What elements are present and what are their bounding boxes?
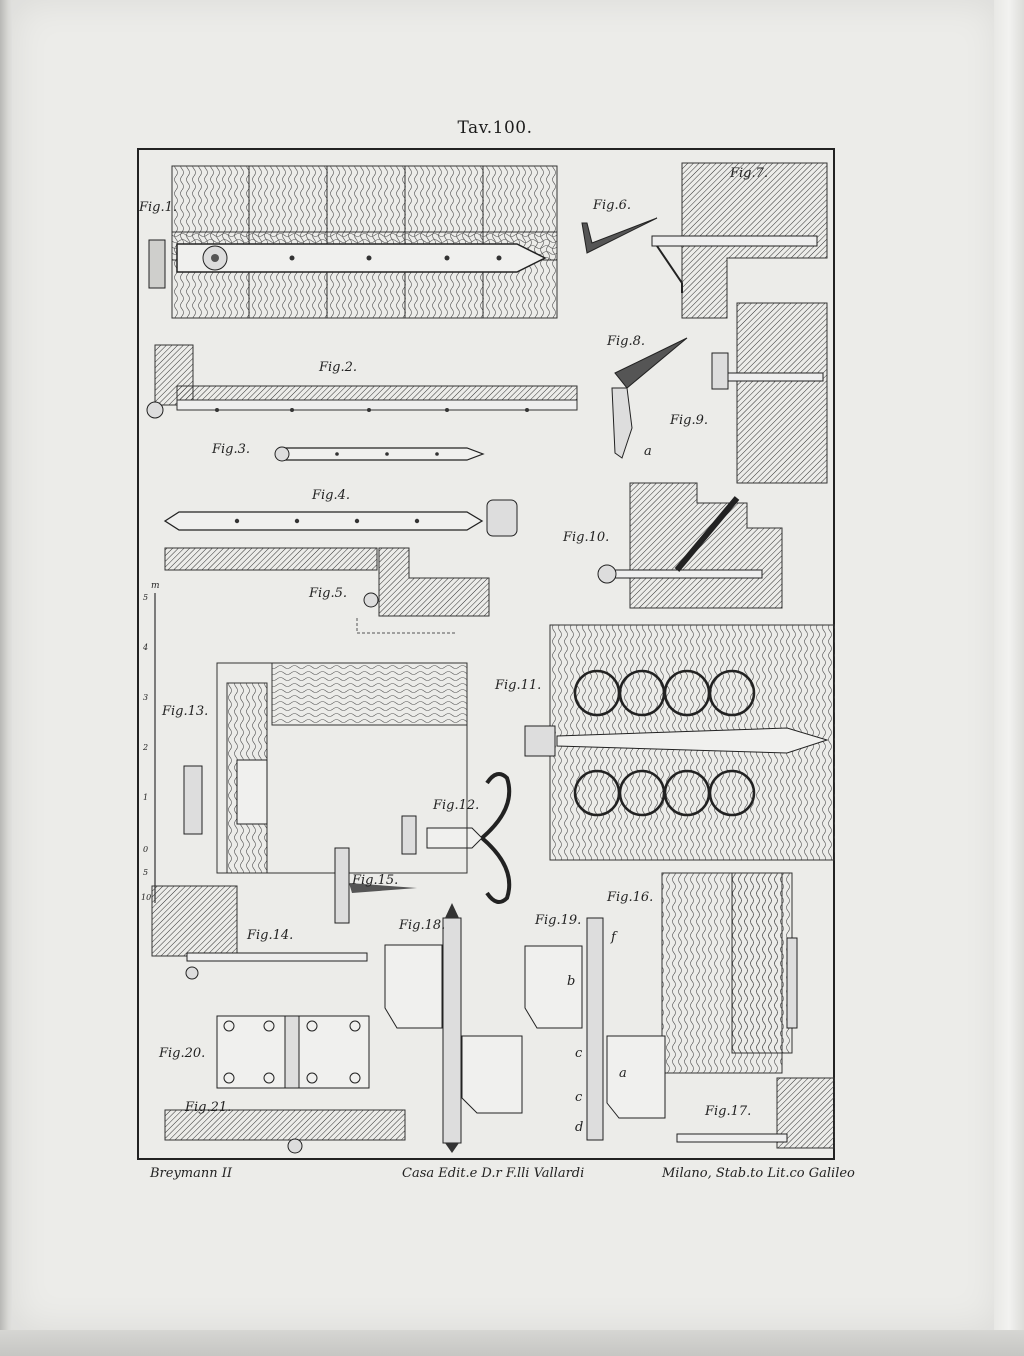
scale-tick-0: 0 bbox=[143, 845, 149, 854]
fig15-drawing bbox=[334, 847, 417, 924]
scale-tick-5-minor: 5 bbox=[143, 868, 149, 877]
fig3-label: Fig.3. bbox=[212, 442, 251, 457]
scale-tick-10: 10 bbox=[141, 893, 152, 902]
fig21-label: Fig.21. bbox=[185, 1100, 232, 1115]
plate-drawing bbox=[137, 148, 835, 1160]
plate-title: Tav.100. bbox=[457, 118, 533, 138]
scale-tick-5: 5 bbox=[143, 593, 149, 602]
fig5-drawing bbox=[164, 547, 490, 634]
fig19-letter-d: d bbox=[575, 1120, 584, 1135]
fig17-drawing bbox=[676, 1077, 835, 1149]
fig14-drawing bbox=[151, 885, 368, 980]
fig5-label: Fig.5. bbox=[309, 586, 348, 601]
fig1-drawing bbox=[148, 165, 558, 319]
fig21-drawing bbox=[164, 1109, 406, 1154]
fig19-letter-c-lower: c bbox=[575, 1090, 583, 1105]
fig10-drawing bbox=[597, 482, 783, 609]
fig14-label: Fig.14. bbox=[247, 928, 294, 943]
fig19-letter-c-upper: c bbox=[575, 1046, 583, 1061]
footer-right: Milano, Stab.to Lit.co Galileo bbox=[662, 1166, 855, 1181]
fig1-label: Fig.1. bbox=[139, 200, 178, 215]
fig7-label: Fig.7. bbox=[730, 166, 769, 181]
fig2-drawing bbox=[146, 344, 578, 419]
fig11-label: Fig.11. bbox=[495, 678, 542, 693]
fig4-label: Fig.4. bbox=[312, 488, 351, 503]
scale-unit: m bbox=[151, 581, 160, 591]
fig19-label: Fig.19. bbox=[535, 913, 582, 928]
scale-tick-2: 2 bbox=[143, 743, 149, 752]
fig3-drawing bbox=[274, 446, 485, 462]
footer-center: Casa Edit.e D.r F.lli Vallardi bbox=[402, 1166, 585, 1181]
fig6-drawing bbox=[581, 217, 658, 254]
fig19-letter-a: a bbox=[619, 1066, 627, 1081]
fig19-letter-f: f bbox=[611, 930, 616, 945]
fig18-label: Fig.18. bbox=[399, 918, 446, 933]
fig7-drawing bbox=[651, 162, 828, 319]
fig18-drawing bbox=[384, 903, 523, 1153]
page-right-edge bbox=[994, 0, 1024, 1356]
fig15-label: Fig.15. bbox=[352, 873, 399, 888]
fig20-drawing bbox=[216, 1015, 370, 1089]
fig9-drawing bbox=[711, 302, 828, 484]
fig6-label: Fig.6. bbox=[593, 198, 632, 213]
fig12-drawing bbox=[401, 772, 512, 904]
fig8-letter-a: a bbox=[644, 444, 652, 459]
fig8-drawing bbox=[611, 337, 688, 459]
fig19-letter-b: b bbox=[567, 974, 576, 989]
fig17-label: Fig.17. bbox=[705, 1104, 752, 1119]
fig10-label: Fig.10. bbox=[563, 530, 610, 545]
fig4-drawing bbox=[163, 499, 518, 537]
fig13-drawing bbox=[183, 662, 468, 874]
scale-tick-4: 4 bbox=[143, 643, 149, 652]
fig16-drawing bbox=[661, 872, 798, 1074]
scale-tick-1: 1 bbox=[143, 793, 149, 802]
fig19-drawing bbox=[524, 917, 666, 1141]
scale-tick-3: 3 bbox=[143, 693, 149, 702]
page-bottom-edge bbox=[0, 1330, 1024, 1356]
page-left-edge bbox=[0, 0, 14, 1356]
footer-left: Breymann II bbox=[150, 1166, 233, 1181]
fig8-label: Fig.8. bbox=[607, 334, 646, 349]
fig20-label: Fig.20. bbox=[159, 1046, 206, 1061]
fig13-label: Fig.13. bbox=[162, 704, 209, 719]
fig2-label: Fig.2. bbox=[319, 360, 358, 375]
plate-frame: Fig.1. Fig.2. Fig.3. Fig.4. Fig.5. Fig.6… bbox=[137, 148, 835, 1160]
fig9-label: Fig.9. bbox=[670, 413, 709, 428]
fig11-drawing bbox=[524, 624, 835, 861]
fig12-label: Fig.12. bbox=[433, 798, 480, 813]
fig16-label: Fig.16. bbox=[607, 890, 654, 905]
